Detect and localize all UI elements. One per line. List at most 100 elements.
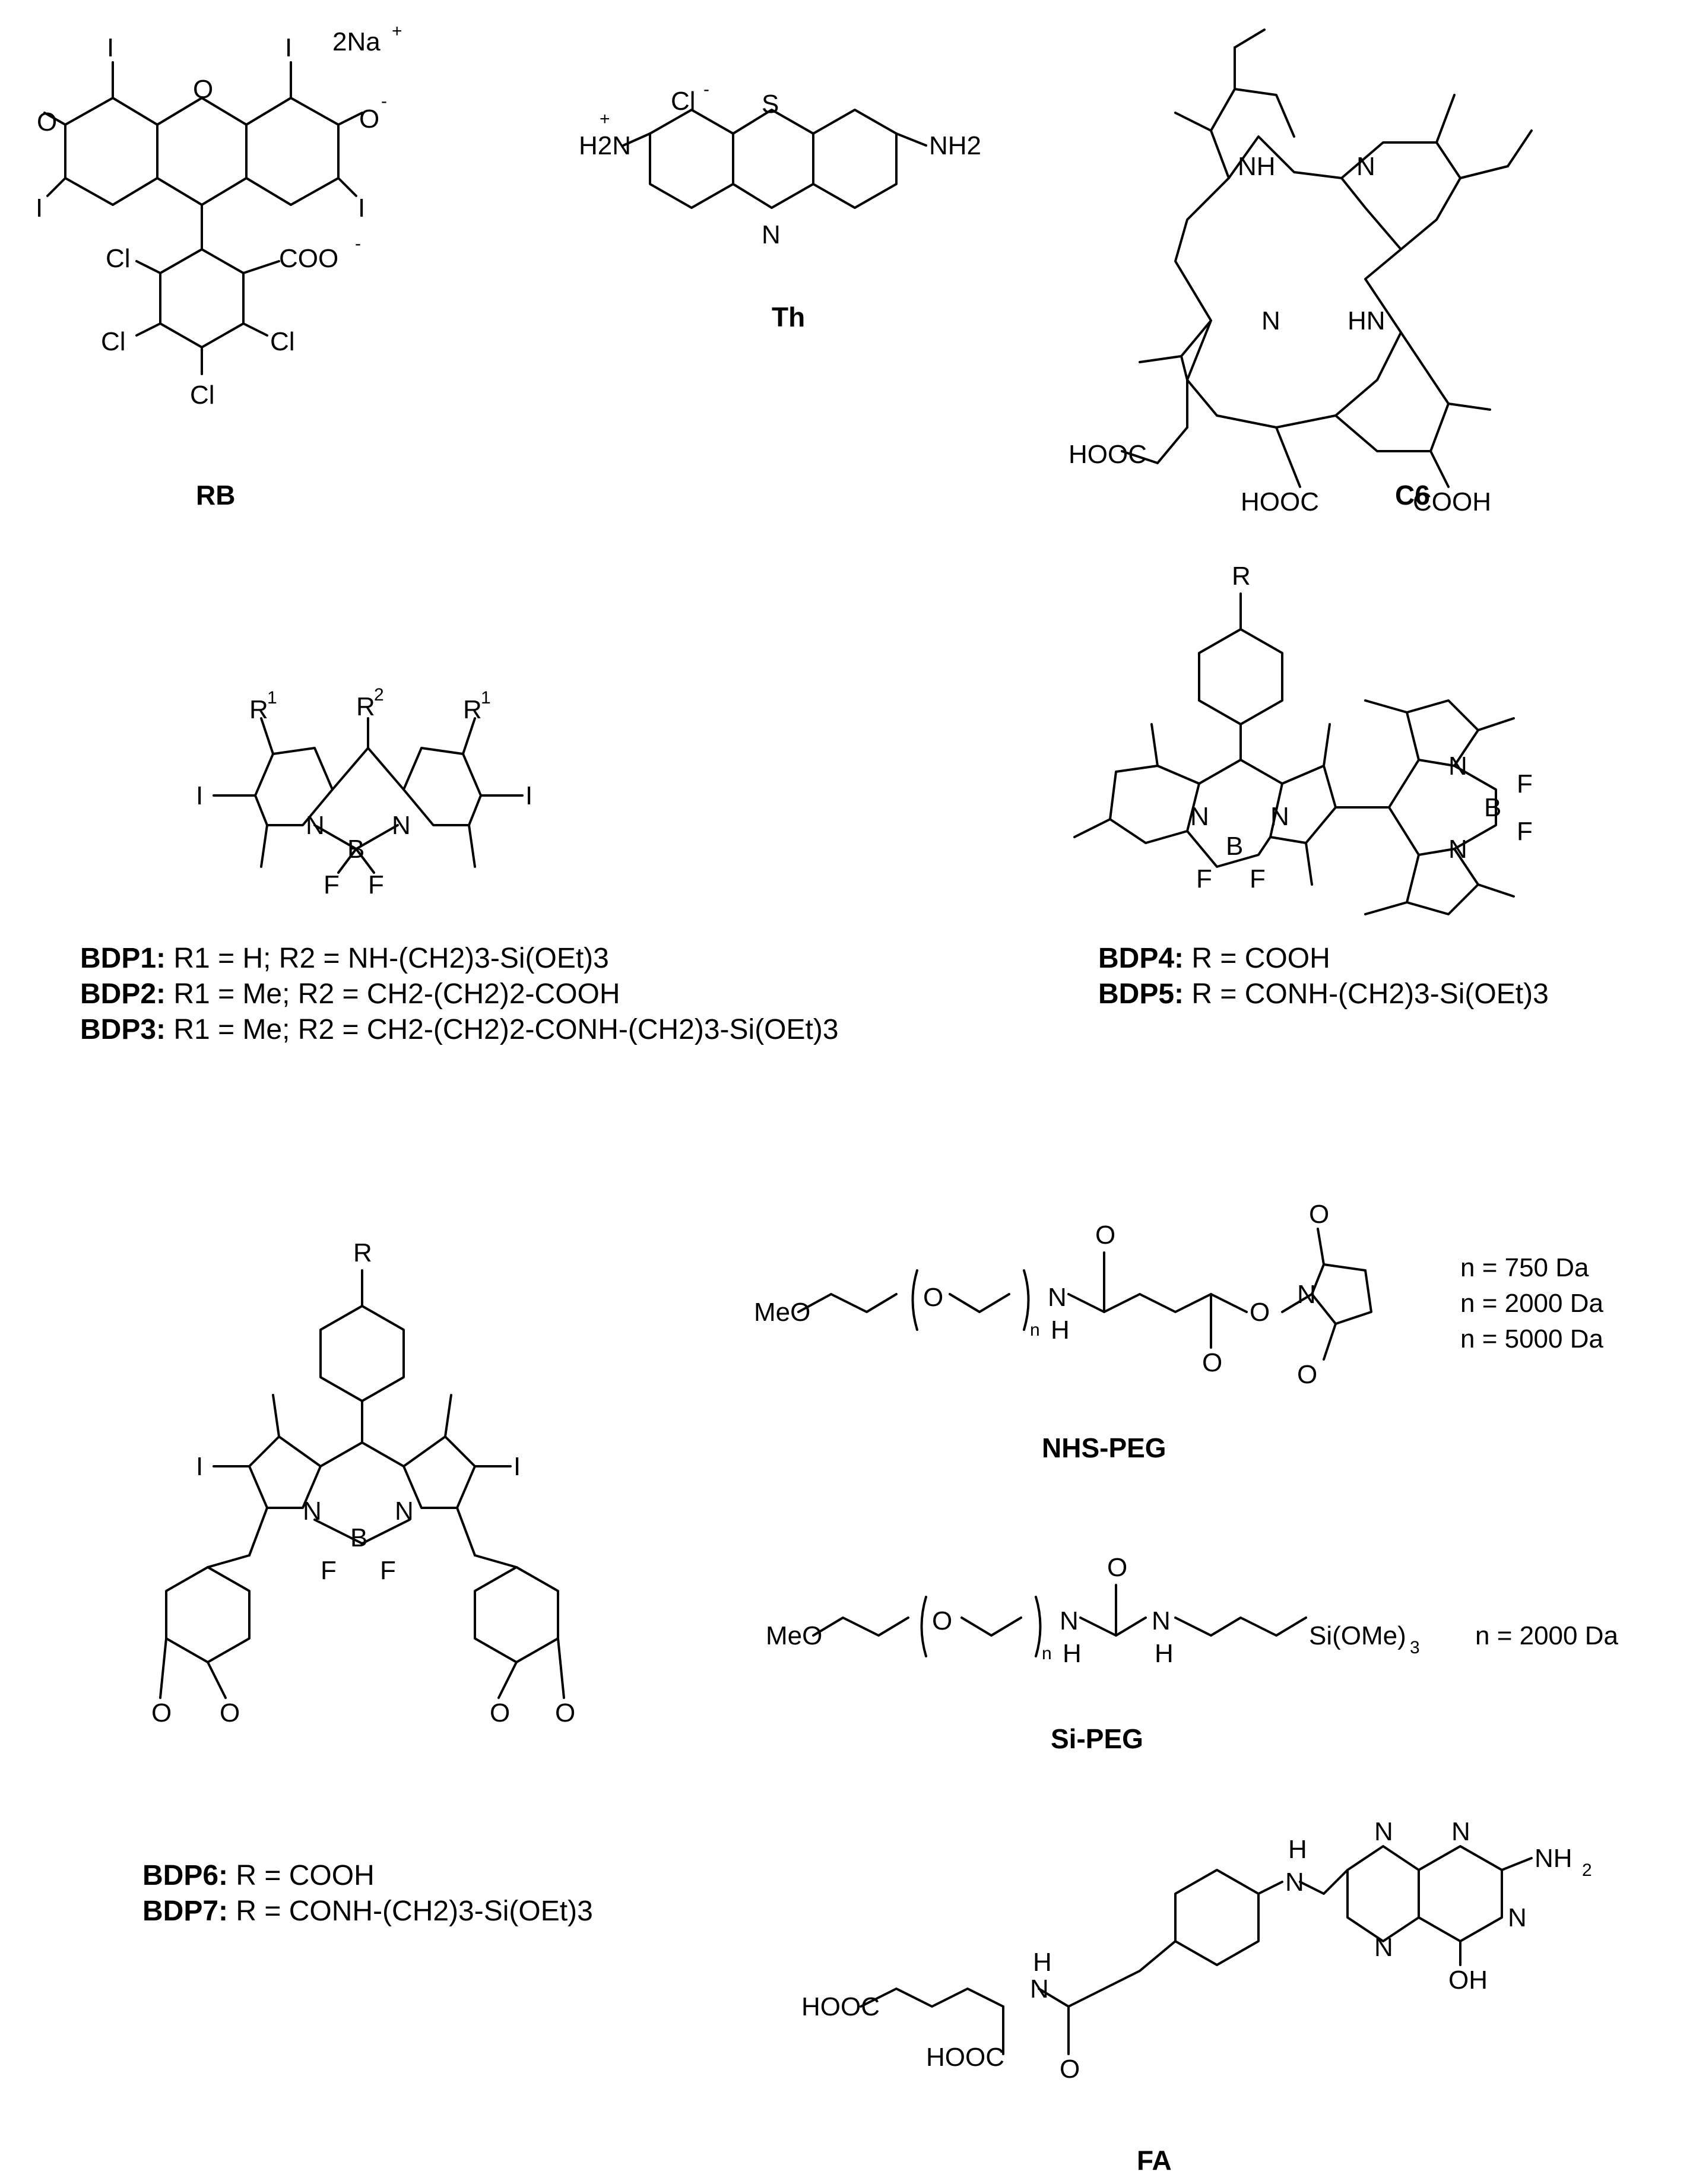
fa-amide-n: N <box>1030 1974 1049 2004</box>
caption-bdp5-text: R = CONH-(CH2)3-Si(OEt)3 <box>1191 978 1549 1010</box>
caption-bdp3-name: BDP3: <box>80 1014 166 1045</box>
svg-text:-: - <box>703 80 709 99</box>
nhs-peg-meo: MeO <box>754 1298 810 1327</box>
fa-amine-h: H <box>1288 1835 1307 1864</box>
caption-bdp2-text: R1 = Me; R2 = CH2-(CH2)2-COOH <box>173 978 620 1010</box>
rb-iodine-3: I <box>36 194 43 223</box>
caption-bdp1-name: BDP1: <box>80 943 166 974</box>
si-peg-ether-o: O <box>932 1606 952 1635</box>
si-peg-urea-o: O <box>1107 1553 1127 1582</box>
bdp45-fluorine-3: F <box>1517 769 1533 798</box>
th-counterion: Cl <box>671 87 696 116</box>
rb-chlorine-4: Cl <box>190 381 215 410</box>
nhs-peg-imide-o-2: O <box>1297 1360 1317 1389</box>
bdp45-fluorine-1: F <box>1196 864 1212 893</box>
fa-amide-o: O <box>1060 2055 1080 2084</box>
rb-structure: O O O - I I I I 2Na + Cl Cl Cl Cl COO - … <box>36 21 402 511</box>
rb-bridge-oxygen: O <box>193 75 213 104</box>
bdp67-oxygen-3: O <box>490 1698 510 1727</box>
rb-keto-oxygen: O <box>37 107 57 137</box>
si-peg-repeat-n: n <box>1042 1644 1052 1663</box>
fa-hooc-2: HOOC <box>926 2043 1004 2072</box>
bdp45-boron-1: B <box>1226 832 1243 861</box>
nhs-peg-structure: MeO O n N H O O O N O O n = 750 Da n = 2… <box>754 1200 1603 1463</box>
bdp45-n-1: N <box>1190 802 1209 831</box>
nhs-peg-imide-o-1: O <box>1309 1200 1329 1229</box>
bdp-core-n-right: N <box>392 811 411 840</box>
bdp-core-boron: B <box>347 835 364 864</box>
rb-chlorine-2: Cl <box>101 327 126 356</box>
caption-bdp6-text: R = COOH <box>236 1860 375 1891</box>
svg-text:-: - <box>381 91 387 111</box>
svg-text:2: 2 <box>1582 1860 1592 1880</box>
c6-nh: NH <box>1238 152 1276 181</box>
bdp67-oxygen-4: O <box>555 1698 575 1727</box>
bdp67-r: R <box>353 1238 372 1267</box>
si-peg-urea-h-2: H <box>1155 1639 1174 1668</box>
caption-bdp2: BDP2: R1 = Me; R2 = CH2-(CH2)2-COOH <box>80 977 620 1012</box>
c6-label: C6 <box>1395 480 1430 511</box>
caption-bdp7: BDP7: R = CONH-(CH2)3-Si(OEt)3 <box>142 1894 593 1929</box>
caption-bdp7-name: BDP7: <box>142 1895 229 1927</box>
bdp67-oxygen-2: O <box>220 1698 240 1727</box>
si-peg-silyl: Si(OMe) <box>1309 1621 1406 1650</box>
nhs-peg-size-2: n = 2000 Da <box>1460 1289 1603 1318</box>
nhs-peg-ether-o: O <box>923 1283 943 1312</box>
bdp67-fluorine-1: F <box>321 1556 337 1585</box>
rb-iodine-1: I <box>107 33 114 62</box>
caption-bdp1: BDP1: R1 = H; R2 = NH-(CH2)3-Si(OEt)3 <box>80 941 609 977</box>
nhs-peg-amide-n: N <box>1048 1283 1067 1312</box>
svg-text:+: + <box>600 109 610 129</box>
bdp45-r: R <box>1232 562 1251 591</box>
bdp-core-r1-left: R <box>249 695 268 724</box>
si-peg-urea-n-2: N <box>1152 1606 1171 1635</box>
fa-pteridine-n-3: N <box>1508 1903 1527 1932</box>
bdp45-boron-2: B <box>1484 793 1501 822</box>
caption-bdp6: BDP6: R = COOH <box>142 1858 375 1894</box>
c6-cooh: COOH <box>1413 487 1491 516</box>
c6-structure: NH N N HN COOH HOOC HOOC C6 <box>1069 28 1533 516</box>
rb-counterion: 2Na <box>332 27 381 56</box>
rb-chlorine-1: Cl <box>106 244 131 273</box>
caption-bdp5-name: BDP5: <box>1098 978 1184 1010</box>
bdp-core-r1-right: R <box>463 695 482 724</box>
svg-text:1: 1 <box>267 688 277 708</box>
c6-hooc-1: HOOC <box>1069 440 1147 469</box>
bdp45-fluorine-2: F <box>1250 864 1266 893</box>
c6-n-2: N <box>1261 306 1280 335</box>
caption-bdp3-text: R1 = Me; R2 = CH2-(CH2)2-CONH-(CH2)3-Si(… <box>173 1014 839 1045</box>
bdp-core-iodine-right: I <box>525 781 532 810</box>
caption-bdp6-name: BDP6: <box>142 1860 229 1891</box>
th-amine-right: NH2 <box>929 131 981 160</box>
nhs-peg-amide-h: H <box>1051 1316 1070 1345</box>
fa-amine-n: N <box>1285 1868 1304 1897</box>
caption-bdp4-name: BDP4: <box>1098 943 1184 974</box>
bdp-core-fluorine-2: F <box>368 870 384 899</box>
svg-text:-: - <box>355 234 361 253</box>
bdp-core-fluorine-1: F <box>324 870 340 899</box>
caption-bdp5: BDP5: R = CONH-(CH2)3-Si(OEt)3 <box>1098 977 1549 1012</box>
bdp45-structure: R N N B F F N N B F F <box>1073 562 1533 915</box>
th-sulfur: S <box>762 90 779 119</box>
rb-iodine-4: I <box>358 194 365 223</box>
fa-amide-h: H <box>1033 1948 1052 1977</box>
bdp67-iodine-right: I <box>513 1452 521 1481</box>
rb-chlorine-3: Cl <box>270 327 295 356</box>
caption-bdp1-text: R1 = H; R2 = NH-(CH2)3-Si(OEt)3 <box>173 943 609 974</box>
c6-hooc-2: HOOC <box>1241 487 1319 516</box>
bdp67-n-right: N <box>395 1497 414 1526</box>
th-amine-left: H2N <box>579 131 631 160</box>
th-structure: S N H2N + NH2 Cl - Th <box>579 80 981 332</box>
svg-text:+: + <box>392 21 402 41</box>
nhs-peg-carbonyl-o-2: O <box>1202 1348 1222 1377</box>
caption-bdp4: BDP4: R = COOH <box>1098 941 1330 977</box>
svg-text:3: 3 <box>1410 1638 1420 1657</box>
bdp67-iodine-left: I <box>196 1452 203 1481</box>
c6-hn: HN <box>1348 306 1386 335</box>
bdp45-n-2: N <box>1270 802 1289 831</box>
si-peg-label: Si-PEG <box>1051 1723 1143 1754</box>
fa-amino: NH <box>1535 1844 1572 1873</box>
fa-hydroxyl: OH <box>1448 1966 1488 1995</box>
fa-structure: HOOC HOOC N H O N H N N N N NH 2 OH FA <box>801 1817 1592 2176</box>
